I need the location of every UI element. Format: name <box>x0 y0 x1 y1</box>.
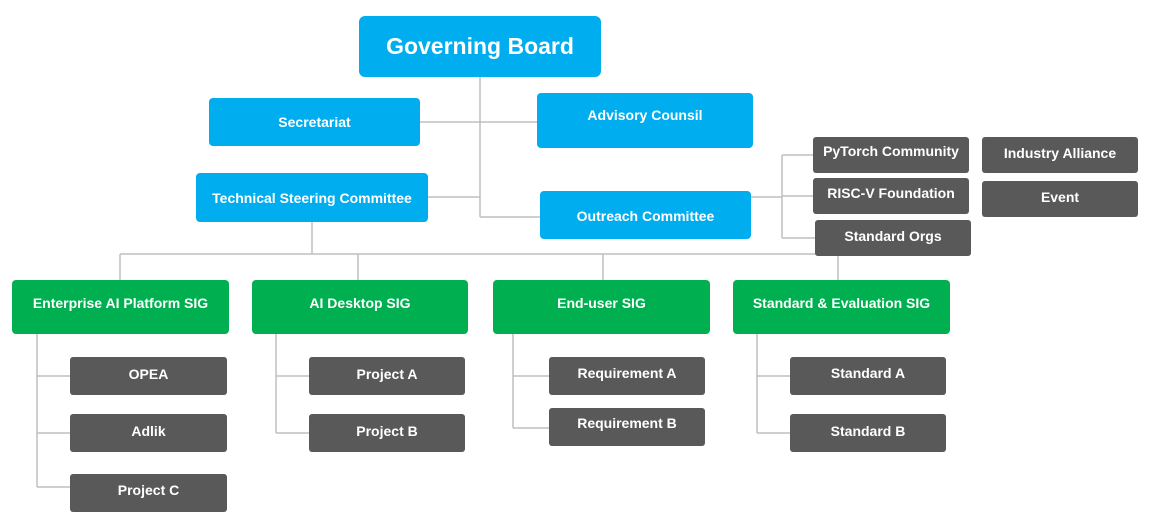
advisory-counsil-label: Advisory Counsil <box>587 107 703 123</box>
project-label: Standard B <box>830 423 906 439</box>
outreach-item-label: RISC-V Foundation <box>827 185 955 201</box>
project-node-requirement-b: Requirement B <box>549 408 705 446</box>
project-node-standard-b: Standard B <box>790 414 946 452</box>
project-node-standard-a: Standard A <box>790 357 946 395</box>
sig-label: AI Desktop SIG <box>309 295 411 311</box>
sig-enterprise-ai-platform: Enterprise AI Platform SIG <box>12 280 229 334</box>
outreach-item-pytorch: PyTorch Community <box>813 137 969 173</box>
outreach-item-standard-orgs: Standard Orgs <box>815 220 971 256</box>
governing-board-node: Governing Board <box>359 16 601 77</box>
project-label: Requirement A <box>577 365 677 381</box>
outreach-item-label: PyTorch Community <box>823 143 959 159</box>
sig-ai-desktop: AI Desktop SIG <box>252 280 468 334</box>
event-label: Event <box>1040 189 1080 205</box>
sig-end-user: End-user SIG <box>493 280 710 334</box>
outreach-committee-node: Outreach Committee <box>540 191 751 239</box>
project-node-adlik: Adlik <box>70 414 227 452</box>
project-label: Project A <box>356 366 418 382</box>
sig-standard-evaluation: Standard & Evaluation SIG <box>733 280 950 334</box>
project-node-project-a: Project A <box>309 357 465 395</box>
tsc-label: Technical Steering Committee <box>212 189 412 206</box>
secretariat-label: Secretariat <box>278 114 351 130</box>
project-label: OPEA <box>128 366 169 382</box>
outreach-committee-label: Outreach Committee <box>576 208 715 224</box>
advisory-counsil-node: Advisory Counsil <box>537 93 753 148</box>
project-label: Project C <box>117 482 180 498</box>
project-label: Requirement B <box>577 415 677 431</box>
secretariat-node: Secretariat <box>209 98 420 146</box>
event-node: Event <box>982 181 1138 217</box>
governing-board-label: Governing Board <box>386 33 574 59</box>
project-node-project-c: Project C <box>70 474 227 512</box>
sig-label: Standard & Evaluation SIG <box>752 295 931 311</box>
project-node-requirement-a: Requirement A <box>549 357 705 395</box>
project-label: Standard A <box>830 365 906 381</box>
industry-alliance-node: Industry Alliance <box>982 137 1138 173</box>
sig-label: End-user SIG <box>557 295 646 311</box>
tsc-node: Technical Steering Committee <box>196 173 428 222</box>
project-label: Adlik <box>131 423 166 439</box>
project-label: Project B <box>356 423 418 439</box>
outreach-item-riscv: RISC-V Foundation <box>813 178 969 214</box>
industry-alliance-label: Industry Alliance <box>1003 145 1117 161</box>
outreach-item-label: Standard Orgs <box>844 228 942 244</box>
sig-label: Enterprise AI Platform SIG <box>32 295 209 311</box>
project-node-opea: OPEA <box>70 357 227 395</box>
project-node-project-b: Project B <box>309 414 465 452</box>
